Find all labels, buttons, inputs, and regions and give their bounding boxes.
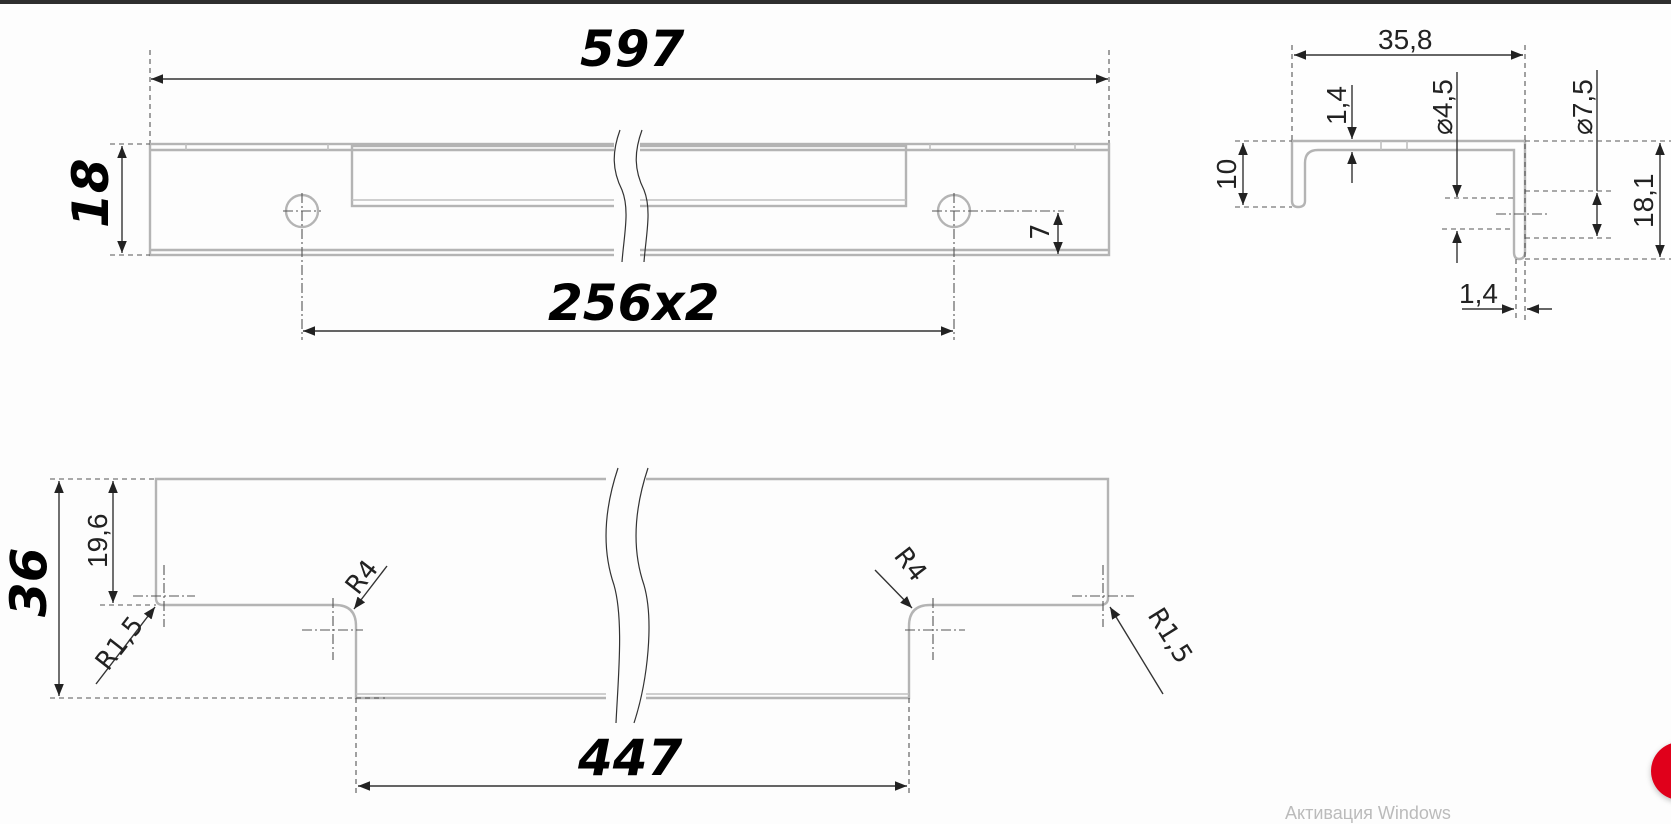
label-hole-spacing: 256x2 [548, 274, 719, 332]
browser-top-bar [0, 0, 1671, 4]
label-section-width: 35,8 [1378, 24, 1433, 55]
label-hole-diameter: ⌀4,5 [1427, 79, 1458, 135]
front-view: 36 19,6 R1,5 R4 R4 R1,5 447 [0, 466, 1198, 795]
label-radius-outer-right: R1,5 [1141, 603, 1198, 669]
label-height: 18 [62, 158, 120, 228]
label-radius-inner-left: R4 [340, 555, 385, 601]
label-flange-thickness: 1,4 [1321, 86, 1352, 125]
label-inner-length: 447 [577, 729, 683, 787]
label-radius-inner-right: R4 [887, 542, 932, 588]
label-overall-length: 597 [580, 20, 685, 78]
label-total-height: 18,1 [1628, 174, 1659, 229]
label-top-depth: 19,6 [82, 514, 113, 569]
break-line [613, 129, 627, 263]
label-hole-offset: 7 [1026, 223, 1056, 240]
os-activation-watermark: Активация Windows [1285, 803, 1451, 823]
label-counterbore-diameter: ⌀7,5 [1567, 79, 1598, 135]
label-width: 36 [0, 547, 58, 617]
section-profile [1290, 139, 1527, 261]
top-view: 597 18 7 256x2 [62, 20, 1111, 340]
break-line-front [605, 467, 621, 724]
label-radius-outer-left: R1,5 [90, 611, 150, 676]
label-lip-height: 10 [1211, 159, 1242, 190]
section-panel-background [1200, 20, 1671, 360]
chat-widget-button[interactable] [1651, 742, 1671, 800]
section-view: 35,8 1,4 10 ⌀4,5 ⌀7,5 18,1 1,4 [1211, 24, 1671, 320]
label-wall-thickness: 1,4 [1459, 278, 1498, 309]
